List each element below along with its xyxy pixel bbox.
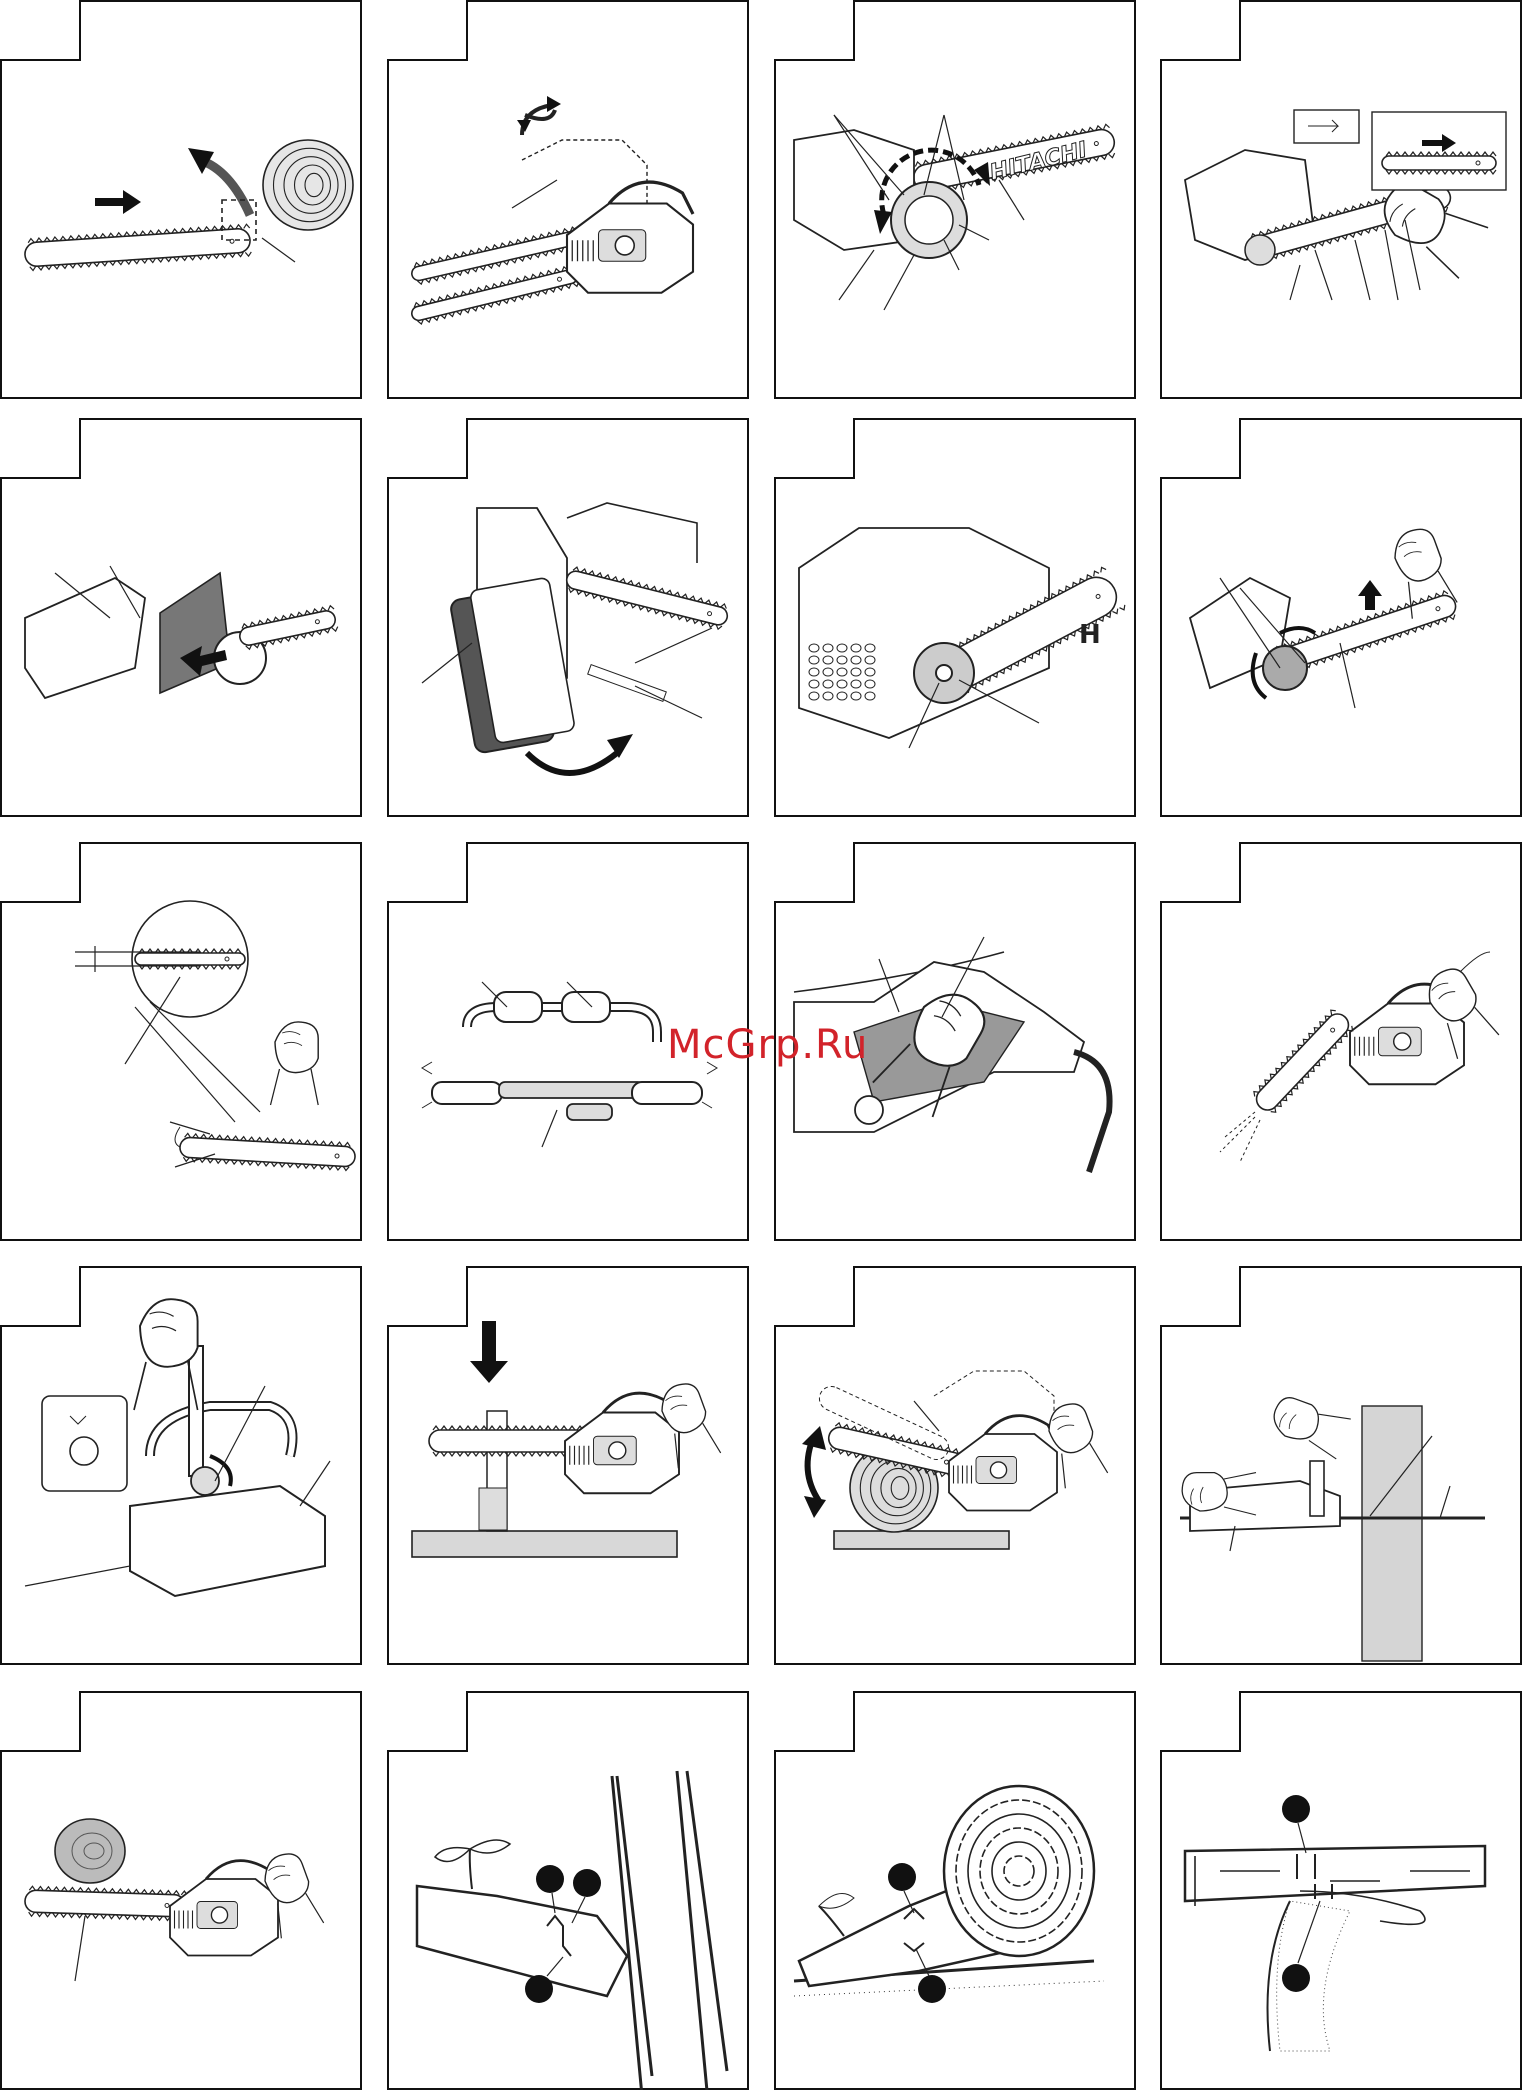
chain-tension-check-illustration <box>1160 418 1522 817</box>
fig-20-panel <box>1160 1691 1522 2090</box>
fig-2-panel <box>387 0 749 399</box>
branch-undercut-illustration <box>387 1691 749 2090</box>
svg-text:H: H <box>1079 620 1101 650</box>
chain-sag-gap-illustration <box>0 842 362 1241</box>
log-on-ground-cut-illustration <box>774 1691 1136 2090</box>
sprocket-closeup-illustration: H <box>774 418 1136 817</box>
fig-4-panel <box>1160 0 1522 399</box>
watermark-text: McGrp.Ru <box>667 1022 868 1068</box>
cover-removal-illustration <box>0 418 362 817</box>
log-cutting-pivot-illustration <box>774 1266 1136 1665</box>
fig-12-panel <box>1160 842 1522 1241</box>
fig-1-panel <box>0 0 362 399</box>
supported-log-cut-illustration <box>1160 1691 1522 2090</box>
tension-knob-rotate-illustration: HITACHI <box>774 0 1136 399</box>
fig-18-panel <box>387 1691 749 2090</box>
cutting-from-above-illustration <box>387 1266 749 1665</box>
fig-3-panel: HITACHI <box>774 0 1136 399</box>
fig-7-panel: H <box>774 418 1136 817</box>
fig-14-panel <box>387 1266 749 1665</box>
oil-adjust-screw-illustration <box>0 1266 362 1665</box>
oil-spray-check-illustration <box>1160 842 1522 1241</box>
fig-15-panel <box>774 1266 1136 1665</box>
fig-16-panel <box>1160 1266 1522 1665</box>
chain-direction-and-cut-illustration <box>0 0 362 399</box>
cover-side-view-illustration <box>387 418 749 817</box>
fig-17-panel <box>0 1691 362 2090</box>
felling-cut-illustration <box>1160 1266 1522 1665</box>
fig-13-panel <box>0 1266 362 1665</box>
kickback-zone-illustration <box>0 1691 362 2090</box>
fig-9-panel <box>0 842 362 1241</box>
fig-5-panel <box>0 418 362 817</box>
fig-19-panel <box>774 1691 1136 2090</box>
fig-8-panel <box>1160 418 1522 817</box>
chain-install-direction-illustration <box>1160 0 1522 399</box>
sprocket-cover-open-illustration <box>387 0 749 399</box>
fig-6-panel <box>387 418 749 817</box>
